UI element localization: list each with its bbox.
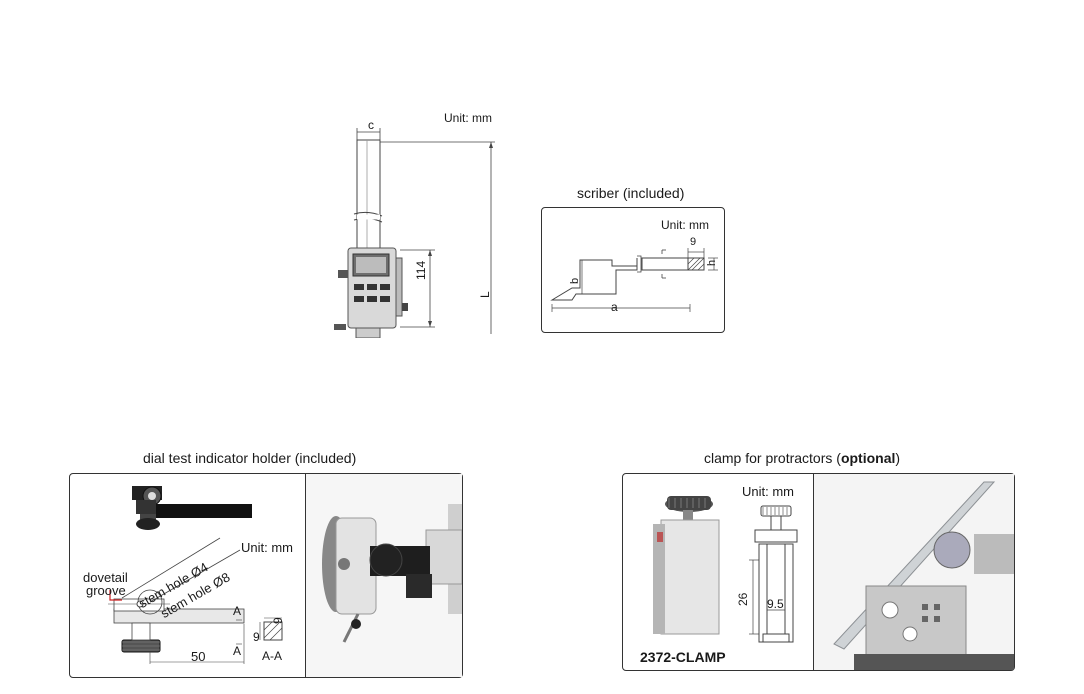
dial-holder-panel xyxy=(69,473,463,678)
dim-c-label: c xyxy=(368,118,374,132)
dial-indicator-photo xyxy=(306,474,462,677)
section-a-bottom-label: A xyxy=(233,644,242,658)
section-aa-label: A-A xyxy=(262,649,283,663)
dial-holder-drawing xyxy=(108,486,283,664)
section-a-top-label: A xyxy=(233,604,242,618)
scriber-dim-a: a xyxy=(611,300,618,314)
clamp-title-bold: optional xyxy=(840,450,896,466)
height-gauge-diagram xyxy=(320,108,520,339)
clamp-unit-label: Unit: mm xyxy=(742,484,794,499)
height-gauge-unit-label: Unit: mm xyxy=(444,111,492,125)
clamp-title-suffix: ) xyxy=(895,450,901,466)
scriber-drawing xyxy=(550,248,718,312)
clamp-drawing xyxy=(653,496,798,643)
dim-114-label: 114 xyxy=(414,260,428,280)
scriber-dim-b: b xyxy=(569,277,581,284)
scriber-panel xyxy=(541,207,725,333)
dial-holder-divider xyxy=(305,474,306,677)
dovetail-label-line2: groove xyxy=(86,583,126,598)
scriber-dim-h: h xyxy=(706,259,718,266)
scriber-title: scriber (included) xyxy=(577,185,685,201)
dial-holder-title: dial test indicator holder (included) xyxy=(143,450,357,466)
clamp-title: clamp for protractors (optional) xyxy=(704,450,900,466)
clamp-model-label: 2372-CLAMP xyxy=(640,649,726,665)
dial-holder-unit-label: Unit: mm xyxy=(241,540,293,555)
dovetail-label-line1: dovetail xyxy=(83,570,128,585)
dim-L-label: L xyxy=(478,291,492,298)
height-gauge-drawing xyxy=(334,128,495,339)
clamp-protractor-photo xyxy=(814,474,1014,670)
dim-9-left-label: 9 xyxy=(253,630,260,644)
clamp-dim-9-5: 9.5 xyxy=(767,597,784,611)
clamp-dim-26: 26 xyxy=(736,592,750,606)
dim-50-label: 50 xyxy=(191,649,206,664)
clamp-title-prefix: clamp for protractors ( xyxy=(704,450,841,466)
clamp-panel-divider xyxy=(813,474,814,670)
dim-9-top-label: 9 xyxy=(271,617,285,624)
scriber-unit-label: Unit: mm xyxy=(661,218,709,232)
clamp-panel xyxy=(622,473,1015,671)
scriber-dim-9: 9 xyxy=(690,236,697,248)
